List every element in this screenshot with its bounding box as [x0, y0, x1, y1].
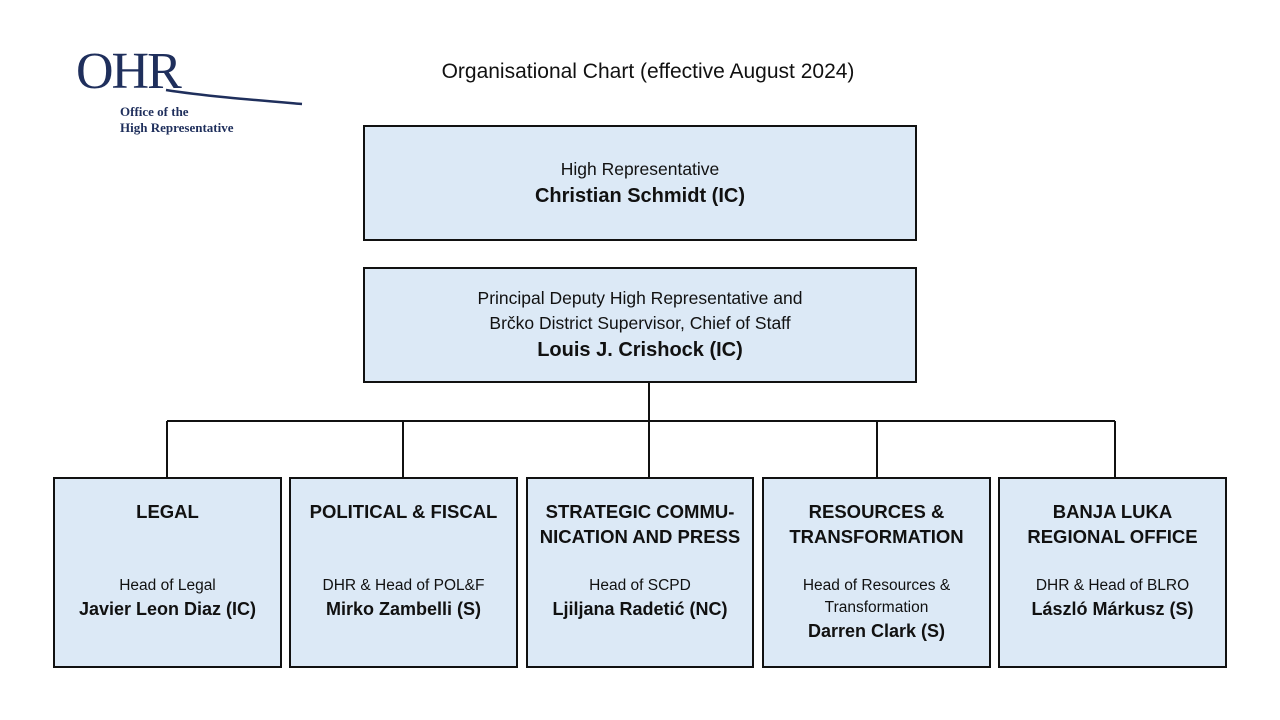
department-box-strategic-communication: STRATEGIC COMMU- NICATION AND PRESS Head…: [526, 477, 754, 668]
high-representative-role: High Representative: [560, 158, 720, 179]
principal-deputy-role-line2: Brčko District Supervisor, Chief of Staf…: [489, 313, 791, 333]
department-head-role: DHR & Head of POL&F: [322, 577, 485, 594]
department-head-name: Mirko Zambelli (S): [325, 599, 482, 619]
department-title: STRATEGIC COMMU- NICATION AND PRESS: [539, 501, 741, 547]
high-representative-box: High Representative Christian Schmidt (I…: [363, 125, 917, 241]
high-representative-name: Christian Schmidt (IC): [534, 184, 745, 207]
department-head-role: Head of SCPD: [589, 577, 691, 594]
department-box-banja-luka: BANJA LUKA REGIONAL OFFICE DHR & Head of…: [998, 477, 1227, 668]
logo-text-line1: Office of the: [120, 104, 189, 119]
department-title: LEGAL: [136, 501, 199, 522]
chart-title: Organisational Chart (effective August 2…: [441, 60, 855, 83]
logo-text-line2: High Representative: [120, 120, 234, 135]
principal-deputy-role-line1: Principal Deputy High Representative and: [477, 288, 803, 308]
department-head-name: Javier Leon Diaz (IC): [78, 599, 257, 619]
department-title: RESOURCES & TRANSFORMATION: [789, 501, 964, 547]
department-head-name: László Márkusz (S): [1031, 599, 1194, 619]
principal-deputy-name: Louis J. Crishock (IC): [537, 339, 743, 361]
logo-swoosh-icon: [165, 88, 303, 106]
department-head-role: Head of Resources & Transformation: [802, 577, 951, 616]
logo-mark: OHR: [76, 43, 182, 100]
department-head-name: Ljiljana Radetić (NC): [552, 599, 728, 619]
department-box-political-fiscal: POLITICAL & FISCAL DHR & Head of POL&F M…: [289, 477, 518, 668]
department-title: BANJA LUKA REGIONAL OFFICE: [1027, 501, 1198, 547]
department-box-legal: LEGAL Head of Legal Javier Leon Diaz (IC…: [53, 477, 282, 668]
ohr-logo: OHR Office of the High Representative: [76, 43, 303, 142]
department-head-role: DHR & Head of BLRO: [1035, 577, 1190, 594]
department-box-resources-transformation: RESOURCES & TRANSFORMATION Head of Resou…: [762, 477, 991, 668]
principal-deputy-box: Principal Deputy High Representative and…: [363, 267, 917, 383]
department-head-name: Darren Clark (S): [807, 621, 946, 641]
department-title: POLITICAL & FISCAL: [309, 501, 498, 522]
department-head-role: Head of Legal: [119, 577, 216, 594]
